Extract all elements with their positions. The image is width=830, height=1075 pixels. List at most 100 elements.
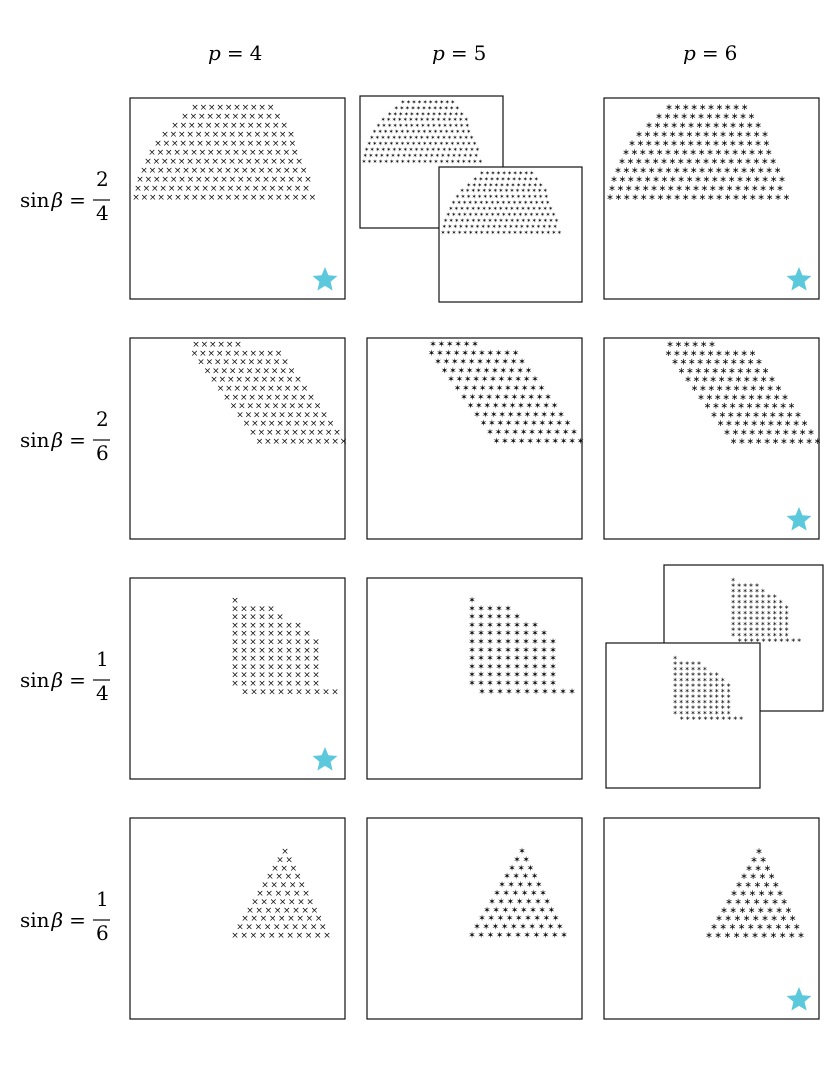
lattice-mark: ×	[303, 662, 311, 672]
lattice-mark: ∗	[728, 366, 736, 376]
lattice-mark: ∗	[731, 598, 736, 605]
lattice-mark: ×	[258, 621, 266, 631]
lattice-mark: ∗	[679, 671, 684, 678]
lattice-mark: ✶	[513, 613, 521, 623]
lattice-mark: ×	[148, 148, 156, 158]
lattice-mark: ∗	[768, 184, 776, 194]
lattice-mark: ∗	[707, 193, 715, 203]
lattice-mark: ✶	[487, 188, 492, 195]
lattice-mark: ∗	[778, 604, 783, 611]
lattice-mark: ✶	[416, 129, 421, 136]
lattice-mark: ∗	[706, 148, 714, 158]
lattice-mark: ✶	[570, 428, 578, 438]
lattice-mark: ∗	[737, 587, 742, 594]
lattice-mark: ×	[216, 349, 224, 359]
lattice-mark: ×	[250, 103, 258, 113]
lattice-mark: ×	[204, 366, 212, 376]
lattice-mark: ✶	[522, 194, 527, 201]
lattice-mark: ×	[231, 596, 239, 606]
lattice-mark: ✶	[531, 662, 539, 672]
lattice-mark: ✶	[524, 229, 529, 236]
lattice-mark: ×	[255, 923, 263, 933]
svg-text:4: 4	[96, 201, 109, 225]
lattice-mark: ×	[157, 193, 165, 203]
lattice-mark: ✶	[498, 881, 506, 891]
lattice-mark: ∗	[703, 709, 708, 716]
lattice-mark: ✶	[523, 931, 531, 941]
lattice-mark: ✶	[495, 604, 503, 614]
lattice-mark: ✶	[489, 375, 497, 385]
lattice-mark: ×	[289, 881, 297, 891]
lattice-mark: ∗	[769, 410, 777, 420]
lattice-mark: ×	[240, 638, 248, 648]
lattice-mark: ∗	[750, 384, 758, 394]
lattice-mark: ∗	[709, 375, 717, 385]
lattice-mark: ✶	[378, 129, 383, 136]
lattice-mark: ×	[288, 366, 296, 376]
lattice-mark: ∗	[665, 103, 673, 113]
lattice-mark: ∗	[715, 914, 723, 924]
lattice-mark: ✶	[458, 366, 466, 376]
lattice-mark: ✶	[459, 123, 464, 130]
lattice-mark: ✶	[428, 349, 436, 359]
lattice-mark: ✶	[508, 864, 516, 874]
lattice-mark: ∗	[749, 631, 754, 638]
lattice-mark: ×	[228, 157, 236, 167]
lattice-mark: ×	[281, 437, 289, 447]
lattice-mark: ✶	[380, 135, 385, 142]
lattice-mark: ×	[285, 621, 293, 631]
panel-r4-c3: ∗∗∗∗∗∗∗∗∗∗∗∗∗∗∗∗∗∗∗∗∗∗∗∗∗∗∗∗∗∗∗∗∗∗∗∗∗∗∗∗…	[603, 817, 820, 1020]
lattice-mark: ✶	[392, 117, 397, 124]
lattice-mark: ∗	[766, 615, 771, 622]
lattice-mark: ∗	[697, 393, 705, 403]
lattice-mark: ×	[186, 157, 194, 167]
lattice-mark: ×	[279, 130, 287, 140]
lattice-mark: ∗	[709, 715, 714, 722]
lattice-mark: ✶	[474, 366, 482, 376]
lattice-mark: ✶	[439, 99, 444, 106]
lattice-mark: ×	[260, 184, 268, 194]
lattice-mark: ✶	[542, 402, 550, 412]
lattice-mark: ∗	[644, 175, 652, 185]
lattice-mark: ✶	[467, 158, 472, 165]
lattice-mark: ✶	[420, 146, 425, 153]
lattice-mark: ∗	[731, 582, 736, 589]
lattice-mark: ∗	[773, 393, 781, 403]
lattice-mark: ✶	[549, 646, 557, 656]
lattice-mark: ×	[295, 410, 303, 420]
lattice-mark: ∗	[772, 615, 777, 622]
lattice-mark: ∗	[755, 598, 760, 605]
lattice-mark: ×	[215, 112, 223, 122]
lattice-mark: ✶	[527, 393, 535, 403]
lattice-mark: ×	[249, 148, 257, 158]
lattice-mark: ∗	[691, 698, 696, 705]
lattice-mark: ✶	[477, 182, 482, 189]
lattice-mark: ∗	[677, 175, 685, 185]
lattice-mark: ∗	[739, 393, 747, 403]
lattice-mark: ∗	[705, 931, 713, 941]
lattice-mark: ×	[294, 872, 302, 882]
lattice-mark: ×	[249, 679, 257, 689]
lattice-mark: ∗	[738, 121, 746, 131]
lattice-mark: ∗	[766, 631, 771, 638]
lattice-mark: ✶	[451, 200, 456, 207]
lattice-mark: ∗	[702, 130, 710, 140]
lattice-mark: ✶	[513, 170, 518, 177]
lattice-mark: ∗	[608, 184, 616, 194]
lattice-mark: ∗	[758, 889, 766, 899]
lattice-mark: ×	[340, 437, 348, 447]
svg-text:2: 2	[96, 167, 109, 191]
lattice-mark: ×	[165, 166, 173, 176]
lattice-mark: ✶	[422, 105, 427, 112]
lattice-mark: ×	[255, 402, 263, 412]
lattice-mark: ∗	[774, 193, 782, 203]
lattice-mark: ∗	[684, 184, 692, 194]
lattice-mark: ∗	[743, 631, 748, 638]
lattice-mark: ∗	[761, 130, 769, 140]
lattice-mark: ✶	[486, 646, 494, 656]
lattice-mark: ✶	[518, 229, 523, 236]
lattice-mark: ✶	[397, 135, 402, 142]
lattice-mark: ×	[271, 175, 279, 185]
lattice-mark: ✶	[424, 152, 429, 159]
lattice-mark: ✶	[468, 931, 476, 941]
